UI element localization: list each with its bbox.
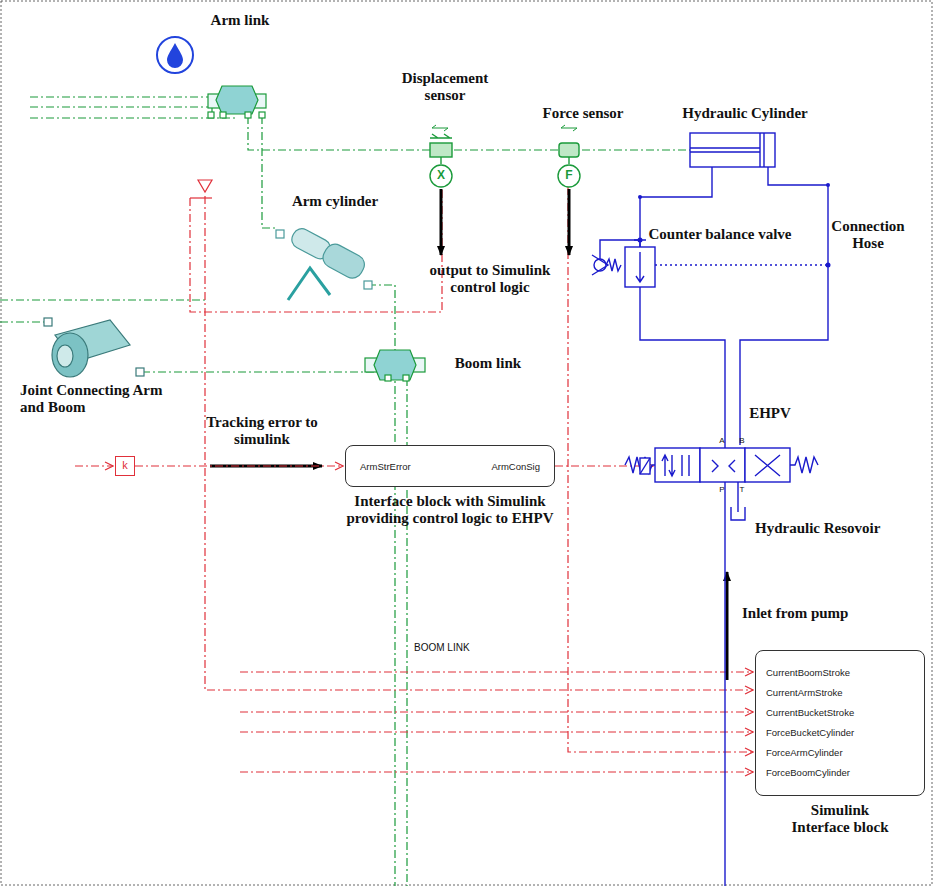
part-label: EHPV — [740, 405, 800, 422]
part-label: Hydraulic Cylinder — [660, 105, 830, 122]
interface-block: ArmStrError ArmConSig — [345, 445, 555, 487]
port-name: CurrentBoomStroke — [766, 663, 916, 683]
part-label: Joint Connecting Arm and Boom — [20, 382, 185, 416]
port-name: CurrentArmStroke — [766, 683, 916, 703]
block-heading: Interface block with Simulink providing … — [330, 493, 570, 527]
part-label: Arm link — [180, 12, 300, 29]
node-block: CurrentBoomStrokeCurrentArmStrokeCurrent… — [755, 650, 925, 796]
port-name: ForceBoomCylinder — [766, 763, 916, 783]
interface-block: CurrentBoomStrokeCurrentArmStrokeCurrent… — [755, 650, 925, 796]
part-label: Tracking error to simulink — [197, 414, 327, 448]
part-label: Inlet from pump — [742, 605, 912, 622]
part-label: F — [561, 168, 577, 183]
block-heading: Simulink Interface block — [790, 802, 890, 836]
part-label: A — [716, 435, 728, 446]
gain-block: k — [115, 456, 135, 476]
part-label: BOOM LINK — [412, 641, 472, 654]
part-label: Boom link — [438, 355, 538, 372]
gain-text: k — [119, 457, 131, 474]
port-name: ArmConSig — [491, 461, 540, 472]
part-label: Hydraulic Resovoir — [755, 520, 925, 537]
part-label: T — [736, 484, 748, 495]
part-label: P — [716, 484, 728, 495]
port-name: ForceBucketCylinder — [766, 723, 916, 743]
signal-connector — [135, 465, 343, 466]
node-block: k — [115, 456, 135, 476]
port-name: ForceArmCylinder — [766, 743, 916, 763]
part-label: X — [433, 168, 449, 183]
part-label: Force sensor — [523, 105, 643, 122]
port-name: CurrentBucketStroke — [766, 703, 916, 723]
part-label: Displacement sensor — [390, 70, 500, 104]
part-label: Counter balance valve — [645, 226, 795, 243]
port-name: ArmStrError — [360, 461, 411, 472]
part-label: Connection Hose — [828, 218, 908, 252]
part-label: B — [736, 435, 748, 446]
part-label: Arm cylinder — [275, 193, 395, 210]
part-label: output to Simulink control logic — [415, 262, 565, 296]
node-block: ArmStrErrorArmConSigInterface block with… — [345, 445, 555, 487]
